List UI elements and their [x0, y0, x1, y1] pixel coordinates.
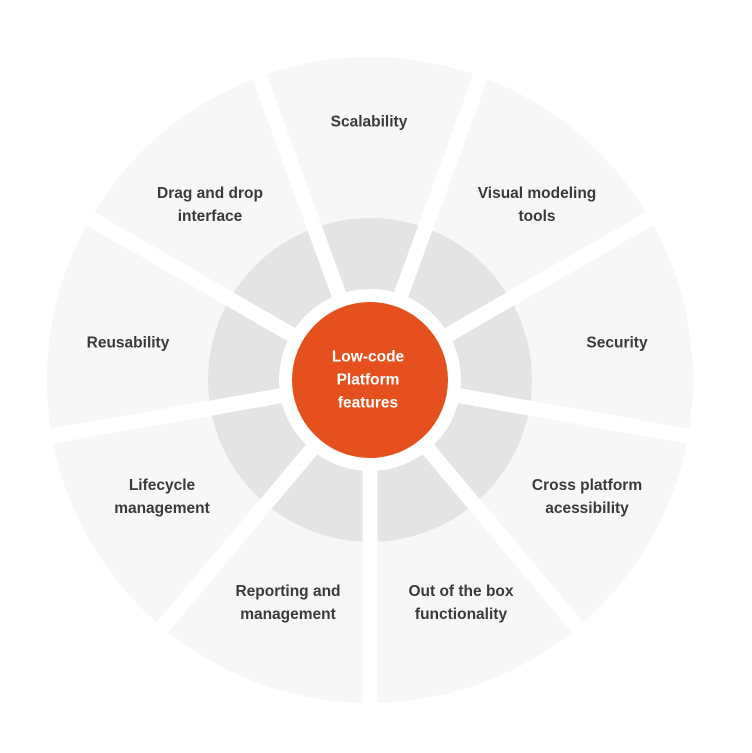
segment-label-visual-modeling-tools: Visual modeling tools [477, 185, 597, 225]
segment-separator [249, 64, 353, 314]
segment-label-reporting-and-management: Reporting and management [235, 583, 341, 623]
segment-separator [387, 64, 491, 314]
segment-separator [40, 385, 300, 446]
segment-separator [77, 207, 311, 350]
segment-separator [150, 431, 329, 640]
segment-label-out-of-the-box-functionality: Out of the box functionality [408, 583, 514, 623]
segment-label-security: Security [586, 334, 648, 352]
segment-label-drag-and-drop-interface: Drag and drop interface [157, 185, 263, 225]
segment-label-cross-platform-acessibility: Cross platform acessibility [531, 477, 643, 517]
segment-separator [411, 431, 590, 640]
segment-separator [429, 207, 663, 350]
center-label: Low-code Platform features [331, 348, 405, 412]
segment-label-scalability: Scalability [330, 113, 408, 131]
center-circle [292, 302, 448, 458]
segment-label-reusability: Reusability [86, 334, 170, 352]
segment-separator [440, 385, 700, 446]
segment-label-lifecycle-management: Lifecycle management [114, 477, 210, 517]
